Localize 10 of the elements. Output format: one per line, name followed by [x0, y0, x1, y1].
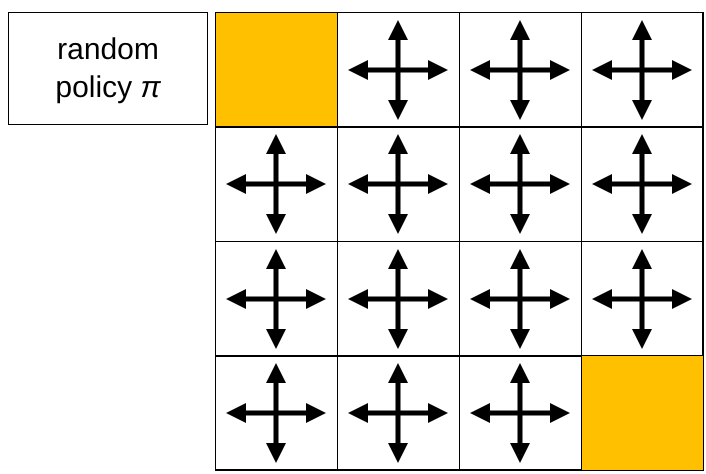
grid-cell: [336, 355, 460, 471]
grid-cell: [458, 355, 582, 471]
label-box: [8, 12, 208, 125]
terminal-cell: [580, 355, 704, 471]
policy-label: random policy π: [54, 32, 162, 106]
grid-world: [215, 12, 703, 470]
grid-cell: [580, 126, 704, 242]
terminal-cell: [214, 12, 338, 128]
grid-cell: [580, 12, 704, 128]
grid-cell: [214, 355, 338, 471]
